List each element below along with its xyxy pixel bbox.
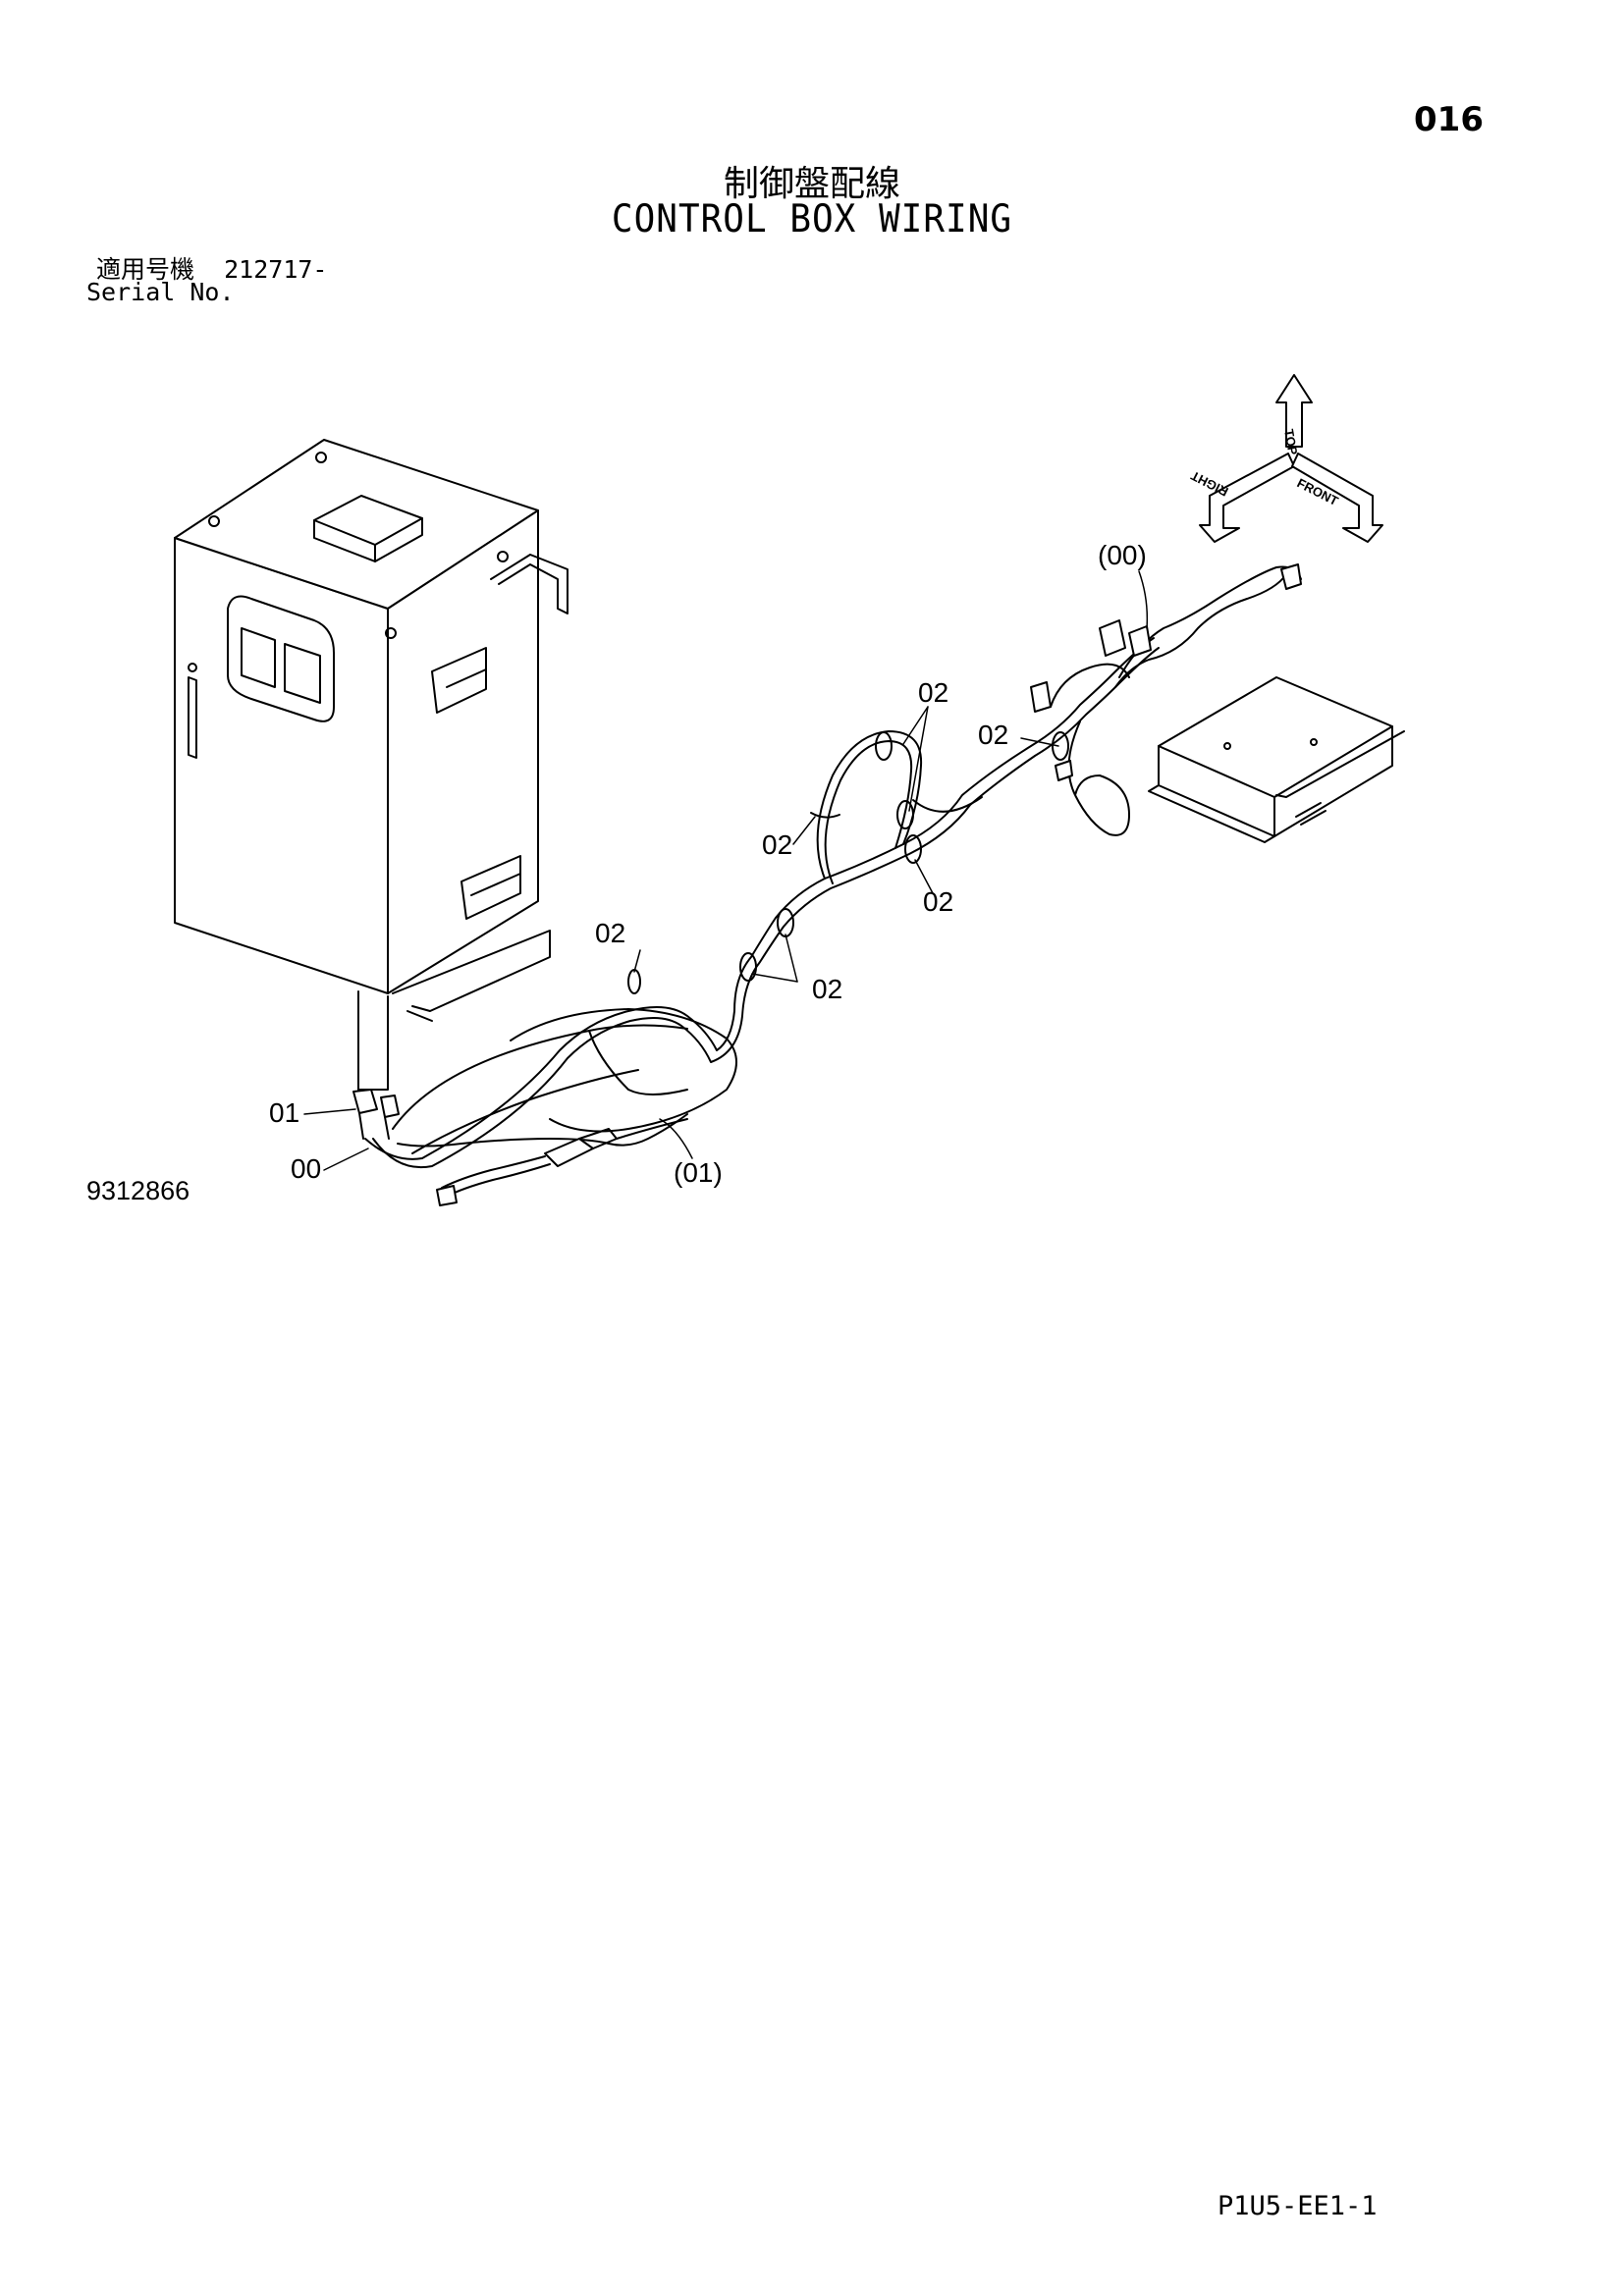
controller-unit	[1148, 676, 1405, 843]
clamps	[627, 731, 1069, 994]
sub-harness-fuse	[397, 1113, 688, 1206]
page-code: P1U5-EE1-1	[1218, 2191, 1378, 2221]
callout-clamp-right: 02	[978, 720, 1008, 750]
callout-clamp-bottom-mid: 02	[812, 974, 842, 1004]
callout-part-01: 01	[269, 1097, 299, 1128]
harness-main	[364, 563, 1302, 1169]
connector-set	[352, 1089, 400, 1140]
callout-part-00: 00	[291, 1153, 321, 1184]
orientation-indicator	[1199, 374, 1383, 543]
callout-clamp-bottom-left: 02	[595, 918, 625, 948]
serial-value: 212717-	[224, 255, 328, 284]
leader-lines	[303, 570, 1149, 1171]
serial-label-jp: 適用号機	[96, 255, 195, 284]
control-box-cabinet	[174, 439, 568, 1091]
callout-clamp-lower: 02	[923, 886, 953, 917]
callout-clamp-left: 02	[762, 829, 792, 860]
orientation-top-label: TOP	[1281, 428, 1300, 456]
title-japanese: 制御盤配線	[723, 164, 900, 204]
figure-number: 9312866	[86, 1176, 190, 1205]
title-english: CONTROL BOX WIRING	[611, 196, 1013, 242]
serial-label-en: Serial No.	[86, 278, 235, 306]
page-number: 016	[1414, 100, 1484, 139]
serial-line: 適用号機 212717-	[96, 250, 327, 286]
callout-harness-sub: (01)	[674, 1157, 723, 1188]
callout-harness-main: (00)	[1098, 540, 1147, 570]
callout-clamp-upper: 02	[918, 677, 948, 708]
